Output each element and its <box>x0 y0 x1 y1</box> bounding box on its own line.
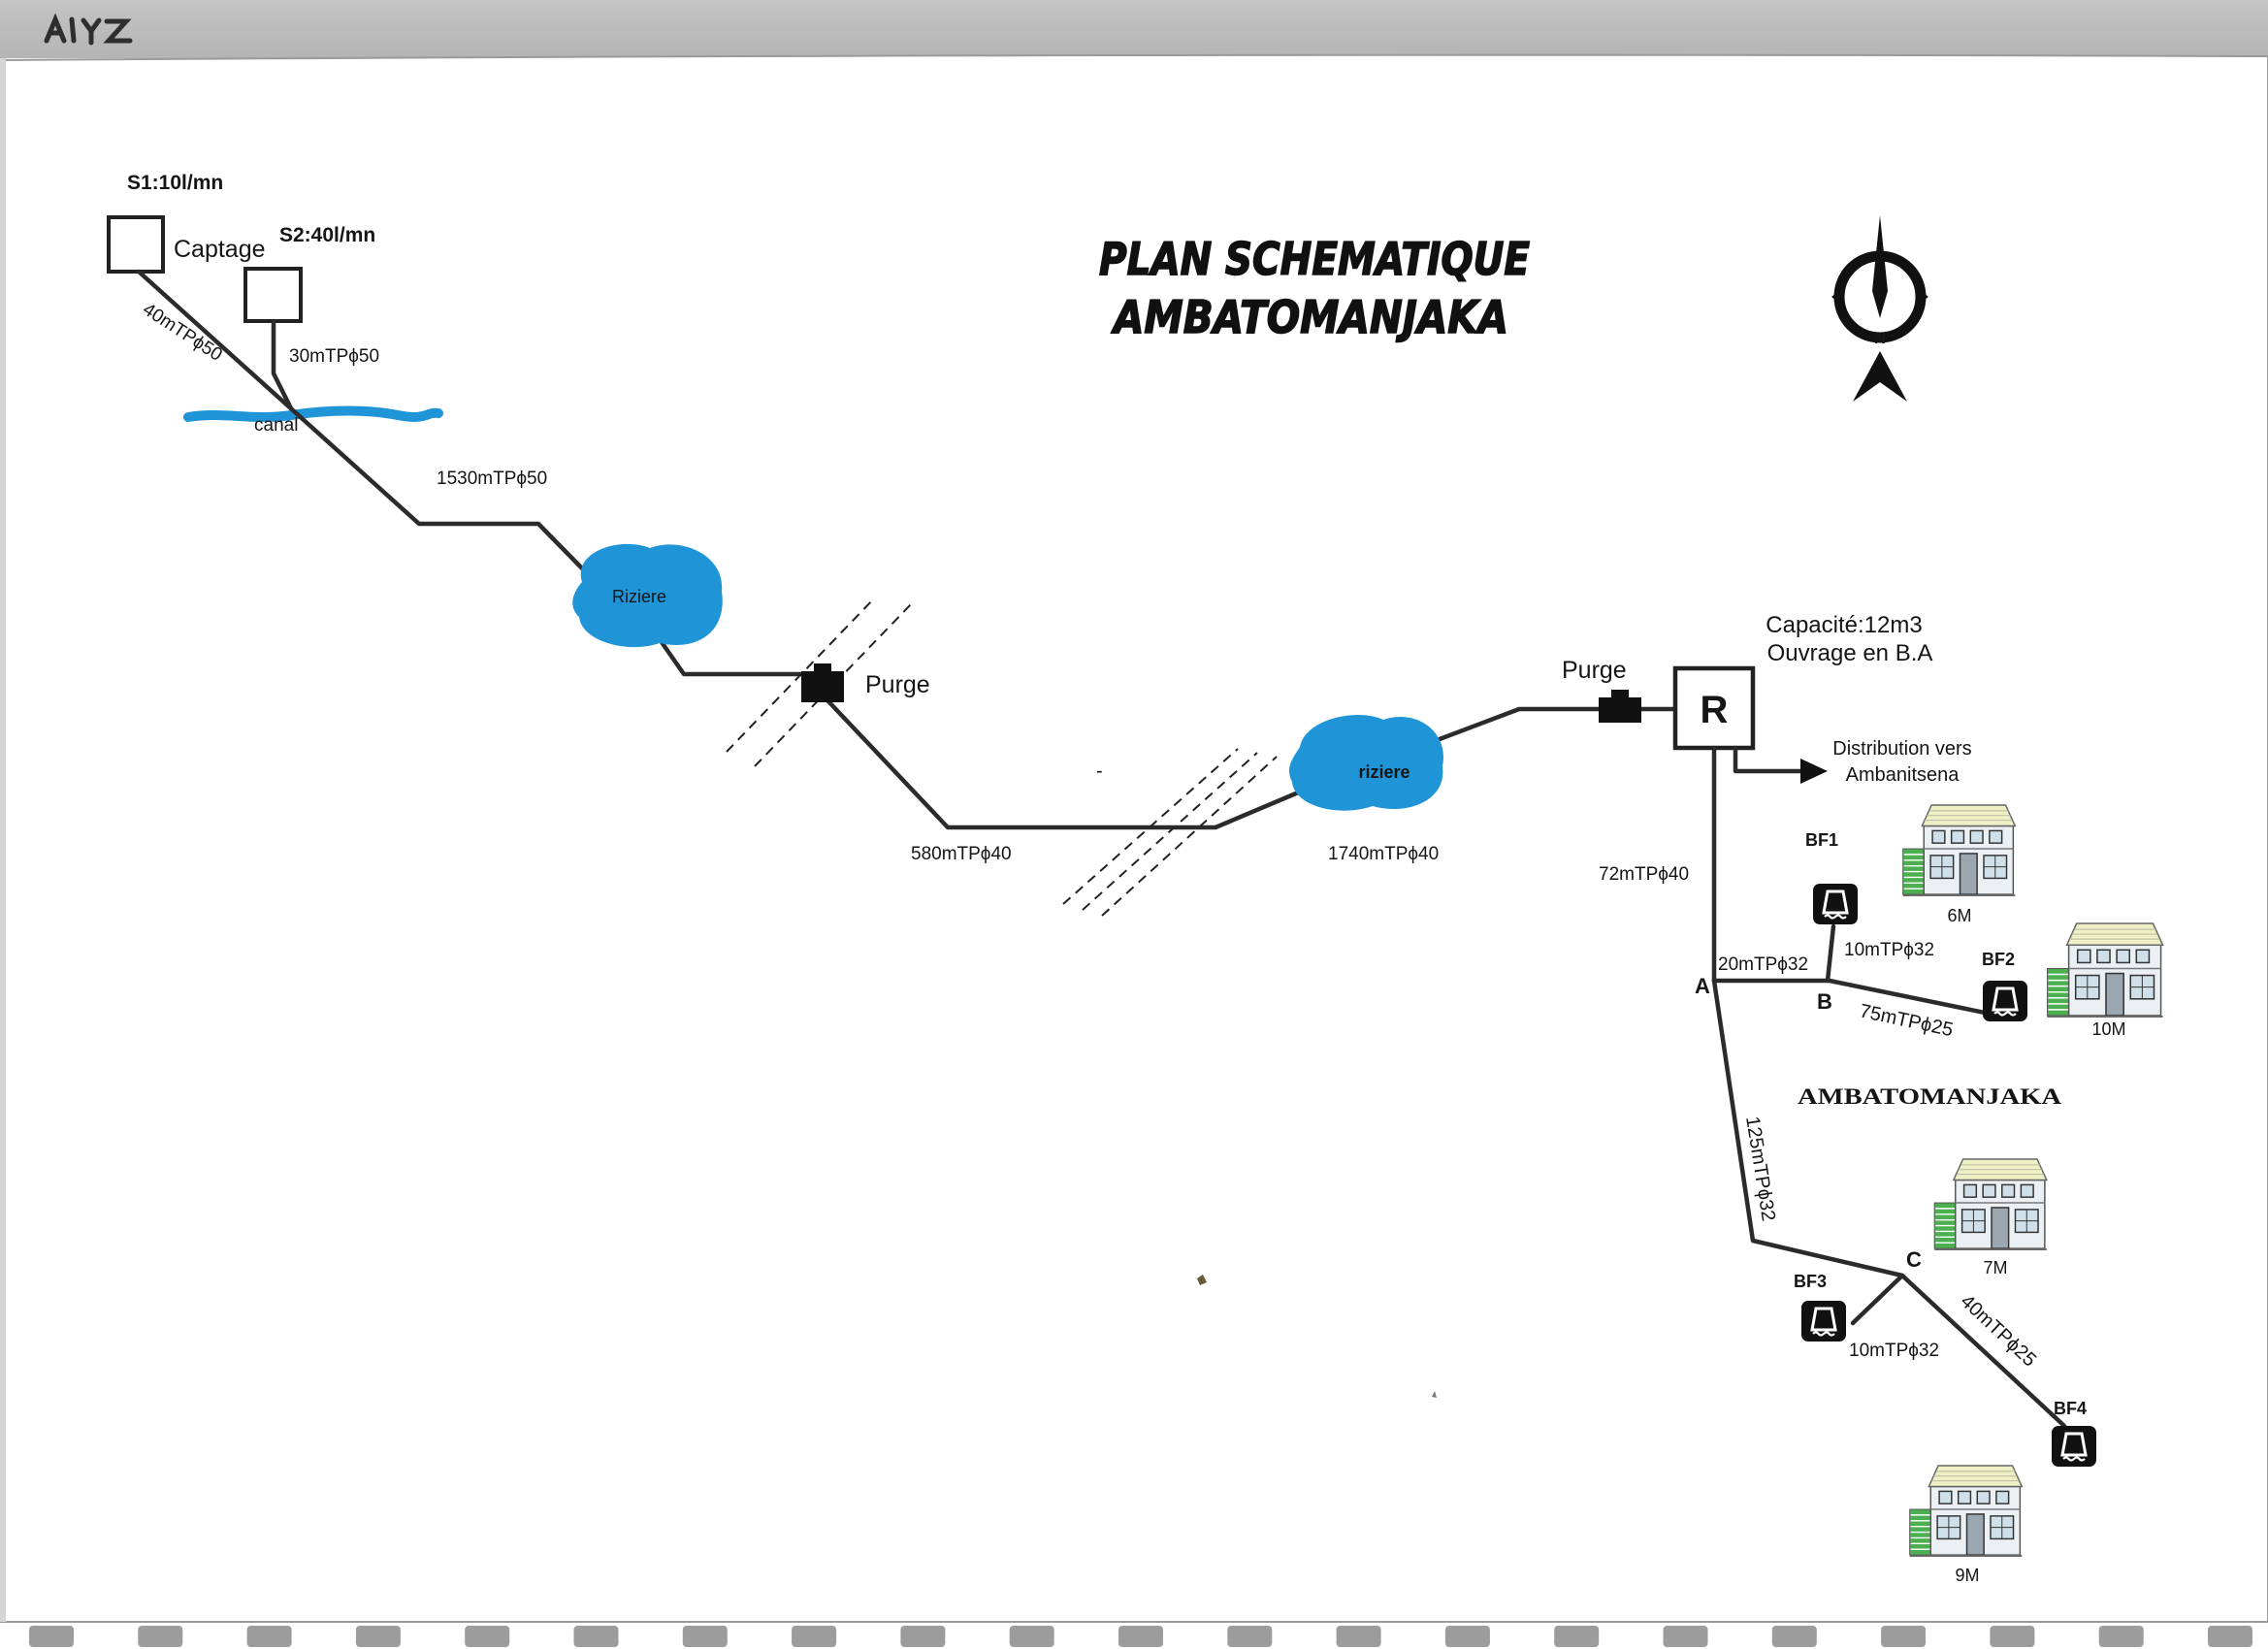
purge-label-2: Purge <box>1562 657 1627 684</box>
source-s1-flow: S1:10l/mn <box>127 172 223 194</box>
purge-label-1: Purge <box>865 671 930 698</box>
node-a-label: A <box>1695 974 1710 998</box>
purge-valve-icon <box>801 663 844 702</box>
binding-hole <box>1009 1626 1054 1647</box>
binding-hole <box>246 1626 292 1647</box>
binding-hole <box>29 1626 74 1647</box>
captage-label: Captage <box>174 236 266 263</box>
pipe-label-10m-32-bf1: 10mTPϕ32 <box>1844 940 1934 960</box>
binding-hole <box>138 1626 183 1647</box>
house-label-10m: 10M <box>2091 1019 2125 1039</box>
scan-top-band <box>0 0 2268 58</box>
pipe-label-1740m-40: 1740mTPϕ40 <box>1328 844 1439 864</box>
source-s1-box <box>107 215 165 274</box>
source-s2-box <box>243 267 303 323</box>
fountain-bf4-label: BF4 <box>2054 1399 2087 1418</box>
pipe-riziere-to-purge <box>659 639 808 677</box>
distribution-pipe <box>1733 745 1805 774</box>
stray-mark: - <box>1096 760 1103 782</box>
diagram-title-line2: AMBATOMANJAKA <box>1111 291 1508 343</box>
binding-hole <box>465 1626 510 1647</box>
house-label-9m: 9M <box>1955 1566 1979 1585</box>
canal-label: canal <box>254 415 298 436</box>
house-label-7m: 7M <box>1983 1258 2007 1277</box>
binding-hole <box>792 1626 837 1647</box>
binding-hole <box>1336 1626 1381 1647</box>
binding-hole <box>1881 1626 1927 1647</box>
binding-hole <box>1227 1626 1273 1647</box>
arrow-right-icon <box>1800 759 1828 784</box>
riziere-area-1 <box>572 543 723 648</box>
binding-hole <box>1990 1626 2035 1647</box>
pipe-label-72m-40: 72mTPϕ40 <box>1599 864 1689 885</box>
fountain-bf2-icon <box>1982 980 2028 1022</box>
binding-hole <box>1118 1626 1163 1647</box>
riziere-label-1: Riziere <box>612 587 666 606</box>
source-s2-flow: S2:40l/mn <box>279 224 375 246</box>
binding-hole <box>2098 1626 2144 1647</box>
pipe-a-to-bf4 <box>1711 978 2067 1429</box>
distribution-label-1: Distribution vers <box>1832 738 1971 760</box>
pipe-label-30m-50: 30mTPϕ50 <box>289 346 379 367</box>
reservoir-construction: Ouvrage en B.A <box>1767 640 1933 666</box>
village-name: AMBATOMANJAKA <box>1798 1084 2061 1109</box>
binding-holes <box>29 1626 2252 1647</box>
binding-hole <box>2208 1626 2252 1647</box>
crossing-marks-1 <box>726 597 912 767</box>
pipe-b-to-bf1 <box>1825 923 1836 984</box>
node-b-label: B <box>1817 989 1832 1014</box>
fountain-bf1-label: BF1 <box>1805 830 1838 850</box>
binding-hole <box>1771 1626 1817 1647</box>
scan-speck <box>1432 1391 1437 1398</box>
canal-stream <box>183 405 443 422</box>
distribution-label-2: Ambanitsena <box>1846 764 1960 786</box>
binding-hole <box>1663 1626 1708 1647</box>
reservoir-label: R <box>1701 689 1729 731</box>
node-c-label: C <box>1906 1247 1922 1272</box>
fountain-bf1-icon <box>1812 883 1859 925</box>
north-label: N <box>1874 329 1886 347</box>
pipe-label-1530m-50: 1530mTPϕ50 <box>437 469 547 489</box>
diagram-title-line1: PLAN SCHEMATIQUE <box>1099 233 1530 285</box>
reservoir-capacity: Capacité:12m3 <box>1766 612 1922 638</box>
pipe-purge-to-riziere2 <box>825 697 1306 830</box>
binding-hole <box>355 1626 401 1647</box>
fountain-bf2-label: BF2 <box>1982 950 2015 969</box>
handwritten-mark <box>44 13 133 46</box>
binding-hole <box>573 1626 619 1647</box>
crossing-marks-2 <box>1062 748 1278 917</box>
pipe-s1-to-riziere <box>136 269 589 575</box>
north-arrow-icon: N <box>1831 215 1928 402</box>
scan-speck <box>1197 1275 1207 1285</box>
fountain-bf3-icon <box>1800 1300 1847 1342</box>
purge-valve-icon <box>1599 690 1641 723</box>
pipe-label-580m-40: 580mTPϕ40 <box>911 844 1012 864</box>
binding-hole <box>682 1626 728 1647</box>
house-label-6m: 6M <box>1947 906 1971 925</box>
pipe-c-to-bf3 <box>1850 1273 1905 1326</box>
pipe-label-10m-32-bf3: 10mTPϕ32 <box>1849 1341 1939 1361</box>
riziere-label-2: riziere <box>1358 762 1409 782</box>
binding-hole <box>1444 1626 1490 1647</box>
page-sheet <box>0 53 2268 1623</box>
pipe-s2-branch <box>271 318 294 411</box>
binding-hole <box>900 1626 946 1647</box>
fountain-bf4-icon <box>2051 1425 2097 1468</box>
page-left-shadow <box>0 58 6 1622</box>
pipe-label-20m-32: 20mTPϕ32 <box>1718 954 1808 975</box>
binding-hole <box>1554 1626 1600 1647</box>
riziere-area-2 <box>1289 715 1443 811</box>
fountain-bf3-label: BF3 <box>1794 1272 1827 1291</box>
